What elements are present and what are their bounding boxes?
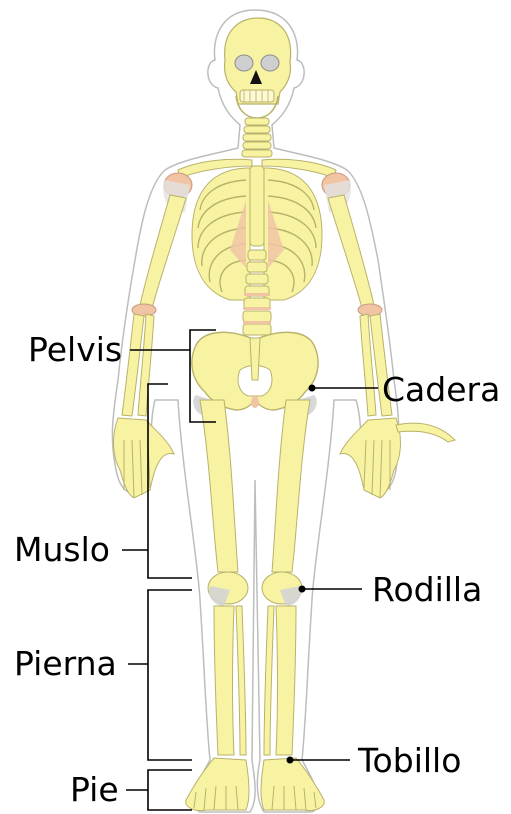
rodilla-dot (299, 586, 306, 593)
left-eye-socket (235, 55, 253, 71)
label-tobillo: Tobillo (357, 741, 461, 780)
left-foot (186, 758, 249, 811)
right-leg (262, 400, 310, 755)
lumbar-spine (243, 250, 271, 335)
sternum (250, 166, 264, 246)
tobillo-dot (287, 757, 294, 764)
pierna-bracket (128, 590, 192, 760)
left-arm (122, 195, 186, 416)
label-pierna: Pierna (14, 644, 117, 683)
pie-bracket (126, 770, 192, 810)
right-eye-socket (261, 55, 279, 71)
label-rodilla: Rodilla (372, 570, 482, 609)
skull (225, 18, 291, 118)
label-pie: Pie (70, 770, 119, 809)
right-hand (340, 418, 455, 498)
label-pelvis: Pelvis (28, 330, 122, 369)
label-cadera: Cadera (382, 370, 500, 409)
cadera-dot (309, 385, 316, 392)
label-muslo: Muslo (14, 530, 110, 569)
left-leg (200, 400, 248, 755)
cervical-spine (242, 118, 272, 157)
right-foot (261, 758, 324, 811)
teeth (240, 90, 274, 102)
